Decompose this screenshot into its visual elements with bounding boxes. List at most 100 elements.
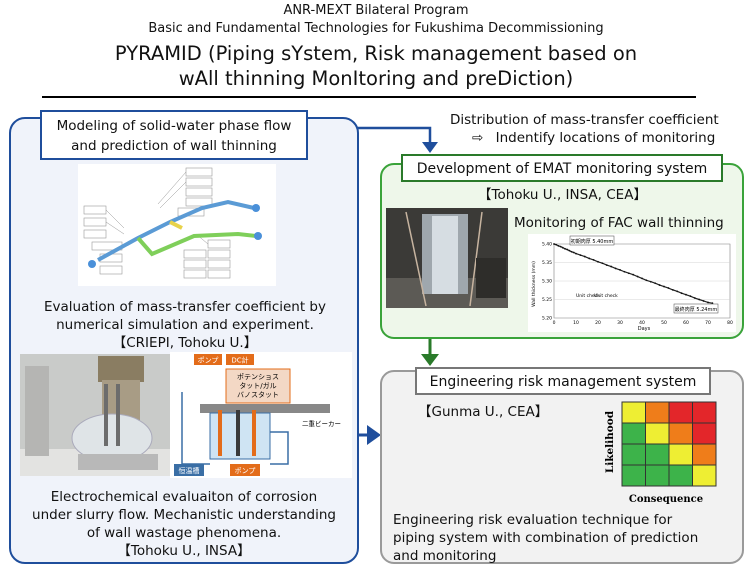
- chart-data-point: [654, 282, 657, 285]
- chart-data-point: [564, 247, 566, 250]
- chart-data-point: [693, 297, 696, 299]
- risk-matrix-cell: [621, 401, 646, 424]
- chart-data-point: [605, 264, 608, 266]
- project-title: PYRAMID (Piping sYstem, Risk management …: [0, 41, 752, 91]
- chart-data-point: [658, 284, 661, 286]
- arrow-left-to-risk-head: [367, 425, 381, 445]
- emat-subtitle: Monitoring of FAC wall thinning: [514, 215, 724, 231]
- risk-caption-line2: piping system with combination of predic…: [393, 530, 699, 546]
- chart-y-tick-label: 5.35: [542, 260, 552, 266]
- arrow-to-emat-head: [422, 142, 438, 153]
- chart-data-point: [698, 298, 701, 301]
- chart-x-tick-label: 80: [727, 320, 733, 326]
- simulation-caption-line2: numerical simulation and experiment.: [56, 317, 314, 333]
- chart-data-point: [632, 273, 635, 276]
- risk-matrix-cell: [645, 422, 670, 445]
- simulation-caption: Evaluation of mass-transfer coefficient …: [20, 298, 350, 352]
- pump-top-label: ポンプ: [198, 357, 219, 365]
- chart-data-point: [676, 290, 679, 293]
- risk-matrix-cell: [645, 443, 670, 466]
- electrochemical-caption: Electrochemical evaluaiton of corrosion …: [16, 488, 352, 560]
- chart-data-point: [667, 287, 670, 289]
- project-title-line1: PYRAMID (Piping sYstem, Risk management …: [114, 42, 638, 65]
- chart-data-point: [619, 269, 621, 271]
- apparatus-schematic: ポンプ DC計 ポテンショス タット/ガル バノスタット 二重ビーカー 恒温槽 …: [170, 352, 352, 478]
- chart-y-ticks: 5.205.255.305.355.40: [542, 242, 552, 322]
- electrochemical-credit: 【Tohoku U., INSA】: [117, 543, 251, 559]
- risk-matrix-cell: [668, 422, 693, 445]
- risk-matrix-cell: [668, 401, 693, 424]
- chart-data-point: [559, 245, 562, 248]
- chart-y-tick-label: 5.20: [542, 316, 552, 322]
- chart-data-point: [641, 277, 643, 280]
- risk-credit: 【Gunma U., CEA】: [418, 404, 549, 420]
- chart-data-point: [627, 272, 630, 275]
- potentiostat-label-2: タット/ガル: [239, 381, 276, 390]
- chart-background: [528, 234, 736, 332]
- program-name: ANR-MEXT Bilateral Program: [283, 3, 469, 18]
- modeling-title-line2: and prediction of wall thinning: [71, 138, 277, 154]
- chart-grid: [553, 243, 731, 319]
- emat-credit: 【Tohoku U., INSA, CEA】: [478, 187, 647, 203]
- thickness-series-points: [553, 243, 714, 305]
- chart-x-tick-label: 30: [617, 320, 623, 326]
- risk-caption: Engineering risk evaluation technique fo…: [393, 511, 743, 565]
- chart-data-point: [553, 243, 555, 245]
- chart-x-tick-label: 60: [683, 320, 689, 326]
- risk-caption-line3: and monitoring: [393, 548, 497, 564]
- title-divider: [42, 96, 696, 98]
- emat-title: Development of EMAT monitoring system: [401, 154, 723, 182]
- right-arrow-icon: ⇨: [472, 130, 484, 146]
- emat-sensor-photo: [386, 208, 508, 308]
- chart-data-point: [570, 250, 573, 253]
- program-subtitle: Basic and Fundamental Technologies for F…: [148, 21, 604, 36]
- chart-data-point: [568, 249, 571, 252]
- chart-x-tick-label: 50: [661, 320, 667, 326]
- chart-data-point: [579, 254, 582, 256]
- chart-xlabel: Days: [638, 326, 651, 332]
- chart-data-point: [707, 301, 709, 304]
- modeling-title: Modeling of solid-water phase flow and p…: [40, 110, 308, 160]
- chart-data-point: [689, 295, 692, 298]
- flow-note: Distribution of mass-transfer coefficien…: [450, 111, 750, 147]
- potentiostat-label-1: ポテンショス: [237, 373, 279, 381]
- project-title-line2: wAll thinning MonItoring and preDiction): [178, 67, 574, 90]
- chart-data-point: [711, 302, 714, 305]
- risk-matrix-cell: [668, 464, 693, 487]
- risk-matrix-cell: [668, 443, 693, 466]
- chart-data-point: [555, 243, 558, 246]
- electrochemical-caption-line2: under slurry flow. Mechanistic understan…: [32, 507, 336, 523]
- chart-unit-check-1: Unit check: [576, 293, 600, 299]
- chart-data-point: [671, 288, 674, 291]
- beaker-label: 二重ビーカー: [302, 419, 341, 428]
- chart-data-point: [649, 280, 652, 283]
- risk-caption-line1: Engineering risk evaluation technique fo…: [393, 512, 673, 528]
- modeling-title-line1: Modeling of solid-water phase flow: [56, 118, 292, 134]
- chart-data-point: [614, 267, 617, 270]
- bath-label: 恒温槽: [179, 466, 200, 475]
- risk-matrix-cell: [621, 422, 646, 445]
- arrow-to-risk-head: [421, 354, 439, 366]
- chart-data-point: [663, 285, 665, 288]
- chart-data-point: [575, 252, 577, 255]
- simulation-caption-line1: Evaluation of mass-transfer coefficient …: [43, 299, 326, 315]
- chart-x-tick-label: 10: [573, 320, 579, 326]
- simulation-credit: 【CRIEPI, Tohoku U.】: [112, 335, 258, 351]
- chart-y-tick-label: 5.25: [542, 297, 552, 303]
- chart-y-tick-label: 5.40: [542, 242, 552, 248]
- chart-start-label: 初期肉厚 5.40mm: [571, 238, 614, 245]
- chart-data-point: [561, 246, 564, 249]
- chart-data-point: [680, 292, 683, 295]
- risk-matrix-cell: [621, 443, 646, 466]
- chart-x-tick-label: 70: [705, 320, 711, 326]
- risk-matrix-cell: [645, 464, 670, 487]
- risk-matrix-cells: [621, 401, 717, 487]
- chart-end-label: 最終肉厚 5.24mm: [675, 306, 718, 313]
- chart-data-point: [557, 244, 560, 247]
- risk-title: Engineering risk management system: [415, 367, 711, 395]
- pump-bottom-label: ポンプ: [235, 467, 256, 475]
- chart-data-point: [685, 293, 687, 296]
